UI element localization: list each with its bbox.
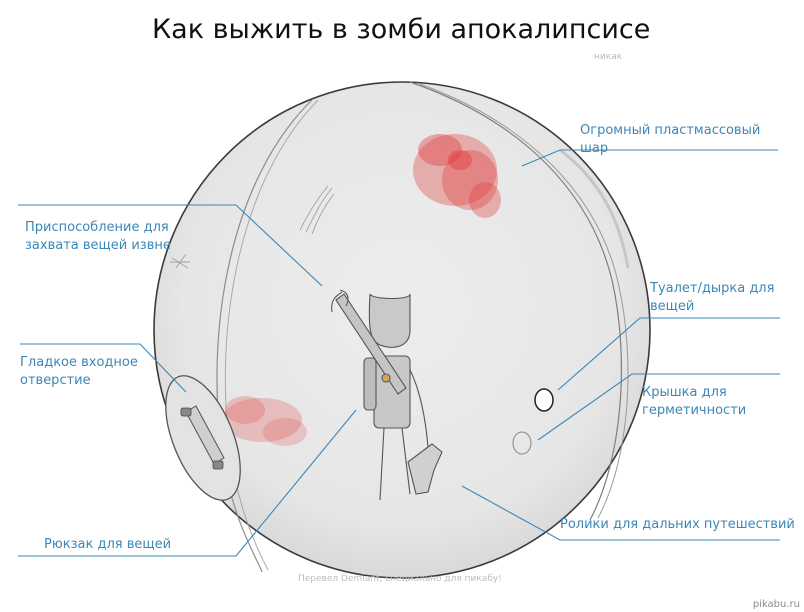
ball-seam-right: [409, 81, 622, 521]
diagram-title: Как выжить в зомби апокалипсисе: [152, 14, 651, 45]
grabber-tool: [335, 293, 407, 395]
leader-grabber: [18, 204, 323, 287]
leader-entrance: [20, 343, 187, 393]
survivor-backpack: [363, 357, 377, 411]
label-ball: Огромный пластмассовый шар: [580, 123, 761, 156]
survivor-arm: [409, 369, 429, 449]
survivor-head: [368, 293, 411, 348]
leader-backpack: [18, 409, 357, 557]
entrance-bolt-top: [180, 407, 192, 417]
grabber-grip: [381, 373, 391, 383]
label-backpack: Рюкзак для вещей: [44, 537, 172, 552]
site-watermark: pikabu.ru: [752, 599, 800, 610]
survivor-legs: [379, 427, 411, 501]
ball-seam-left-inner: [224, 99, 319, 571]
translator-credit: Перевел Demiant, специально для пикабу!: [298, 574, 502, 584]
leader-lid: [537, 373, 780, 441]
label-toilet: Туалет/дырка для вещей: [650, 281, 775, 314]
leader-rollers: [461, 485, 780, 541]
leader-toilet: [557, 317, 780, 391]
label-entrance: Гладкое входное отверстие: [20, 355, 138, 388]
label-grabber: Приспособление для захвата вещей извне: [25, 220, 171, 253]
survivor-figure: [331, 289, 443, 501]
roller-skates: [407, 443, 443, 495]
ball-seam-left: [216, 99, 313, 573]
leader-lines: [18, 149, 780, 557]
ball-highlight: [559, 148, 630, 269]
label-rollers: Ролики для дальних путешествий: [560, 517, 795, 532]
label-lid: Крышка для герметичности: [642, 385, 747, 418]
leader-ball: [521, 149, 778, 167]
blood-splatter-left: [222, 396, 307, 446]
grabber-claw: [331, 289, 349, 313]
toilet-hole: [534, 388, 554, 412]
ball-seam-right-inner: [419, 83, 629, 519]
entrance-handle: [185, 405, 225, 465]
lid: [512, 431, 532, 455]
scratch-marks: [299, 185, 335, 235]
diagram-subtitle: никак: [594, 52, 623, 62]
entrance-bolt-bottom: [212, 460, 224, 470]
cross-mark: [170, 253, 190, 269]
blood-splatter-top: [413, 134, 501, 218]
